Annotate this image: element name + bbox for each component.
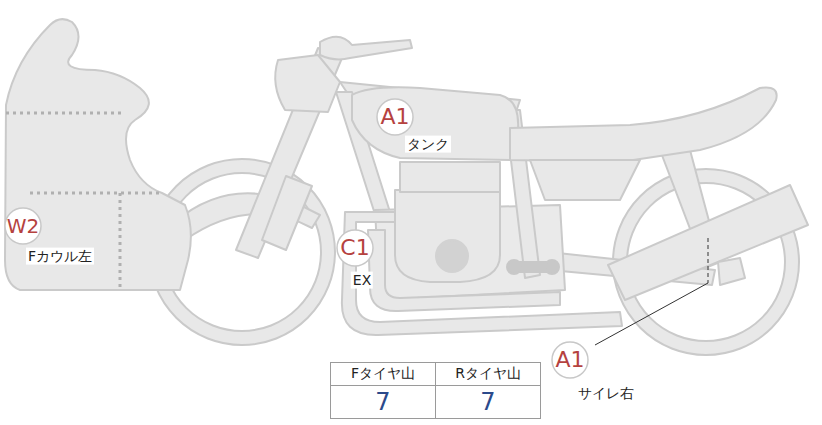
part-name: EX (351, 272, 373, 289)
table-header: Rタイヤ山 (436, 363, 541, 386)
front-cowl (5, 19, 191, 290)
damage-callout: W2Fカウル左 (4, 207, 42, 245)
callout-code: W2 (4, 207, 42, 245)
callout-code: C1 (336, 229, 374, 267)
part-name: タンク (405, 136, 451, 153)
table-cell-text: 7 (480, 388, 495, 416)
callout-code: A1 (376, 98, 414, 136)
callout-code: A1 (551, 341, 589, 379)
damage-callout: A1タンク (376, 98, 414, 136)
table-cell-text: Rタイヤ山 (455, 365, 521, 381)
muffler (608, 185, 808, 300)
table-cell-text: 7 (375, 388, 390, 416)
seat (510, 88, 777, 163)
part-name: サイレ右 (576, 385, 636, 402)
part-name: Fカウル左 (26, 248, 94, 265)
front-fork (236, 48, 342, 258)
tire-tread-table: Fタイヤ山 Rタイヤ山 7 7 (330, 362, 541, 419)
leader-line (595, 238, 708, 345)
table-value: 7 (331, 386, 436, 419)
fuel-tank (352, 87, 518, 160)
table-value: 7 (436, 386, 541, 419)
engine (395, 190, 500, 282)
damage-callout: C1EX (336, 229, 374, 267)
damage-callout: A1サイレ右 (551, 341, 589, 379)
table-cell-text: Fタイヤ山 (351, 365, 415, 381)
table-header: Fタイヤ山 (331, 363, 436, 386)
